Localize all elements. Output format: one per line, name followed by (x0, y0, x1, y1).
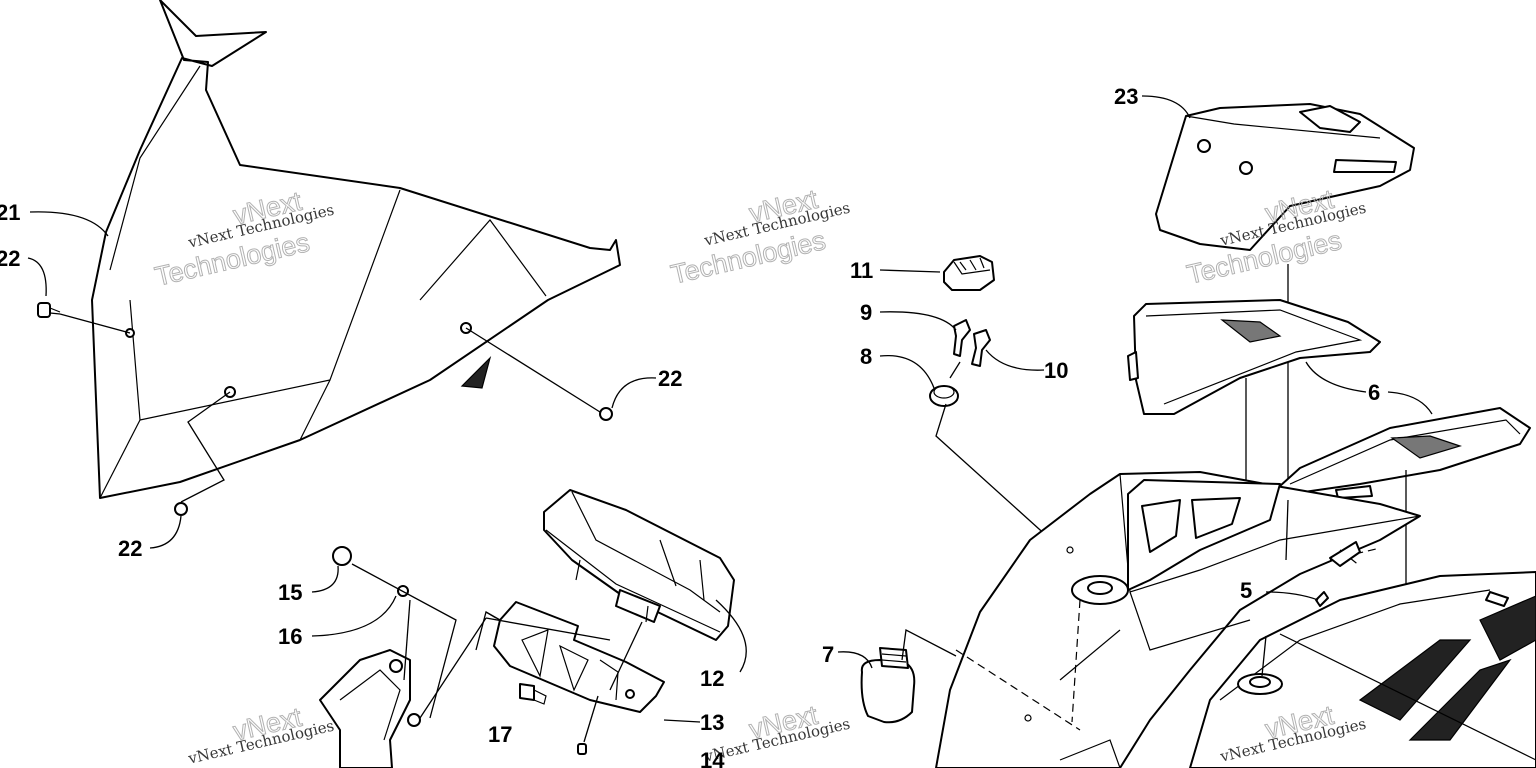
callout-6: 6 (1368, 380, 1380, 405)
callout-17: 17 (488, 722, 512, 747)
ignition-cap-part (943, 255, 995, 291)
windshield-part (91, 0, 621, 499)
instrument-cluster-part (543, 489, 735, 641)
callout-15: 15 (278, 580, 302, 605)
storage-box-part (1155, 103, 1415, 251)
callout-12: 12 (700, 666, 724, 691)
left-bracket-part (319, 546, 421, 768)
key-part (953, 319, 991, 367)
callout-8: 8 (860, 344, 872, 369)
callout-22: 22 (0, 246, 20, 271)
callout-23: 23 (1114, 84, 1138, 109)
callout-9: 9 (860, 300, 872, 325)
ignition-nut-part (929, 385, 959, 407)
screw-part (37, 302, 613, 516)
bolt-part (519, 683, 547, 705)
callout-5: 5 (1240, 578, 1252, 603)
callout-21: 21 (0, 200, 20, 225)
lens-panel-part (1127, 299, 1381, 415)
hood-front-part (1189, 571, 1536, 768)
screw-part (1315, 591, 1329, 607)
latch-part (1299, 105, 1361, 133)
callout-labels: 21 22 22 22 15 16 17 14 12 13 11 9 10 8 … (0, 84, 1380, 768)
callout-11: 11 (850, 258, 873, 283)
callout-14: 14 (700, 748, 725, 768)
callout-7: 7 (822, 642, 834, 667)
callout-10: 10 (1044, 358, 1068, 383)
mounting-bracket-part (493, 601, 665, 755)
nut-part (332, 546, 352, 566)
switch-part (860, 647, 916, 724)
callout-16: 16 (278, 624, 302, 649)
callout-13: 13 (700, 710, 724, 735)
direction-arrow (460, 355, 492, 389)
lens-panel-part (1279, 407, 1531, 499)
hood-body-part (935, 471, 1421, 768)
callout-22: 22 (118, 536, 142, 561)
callout-22: 22 (658, 366, 682, 391)
